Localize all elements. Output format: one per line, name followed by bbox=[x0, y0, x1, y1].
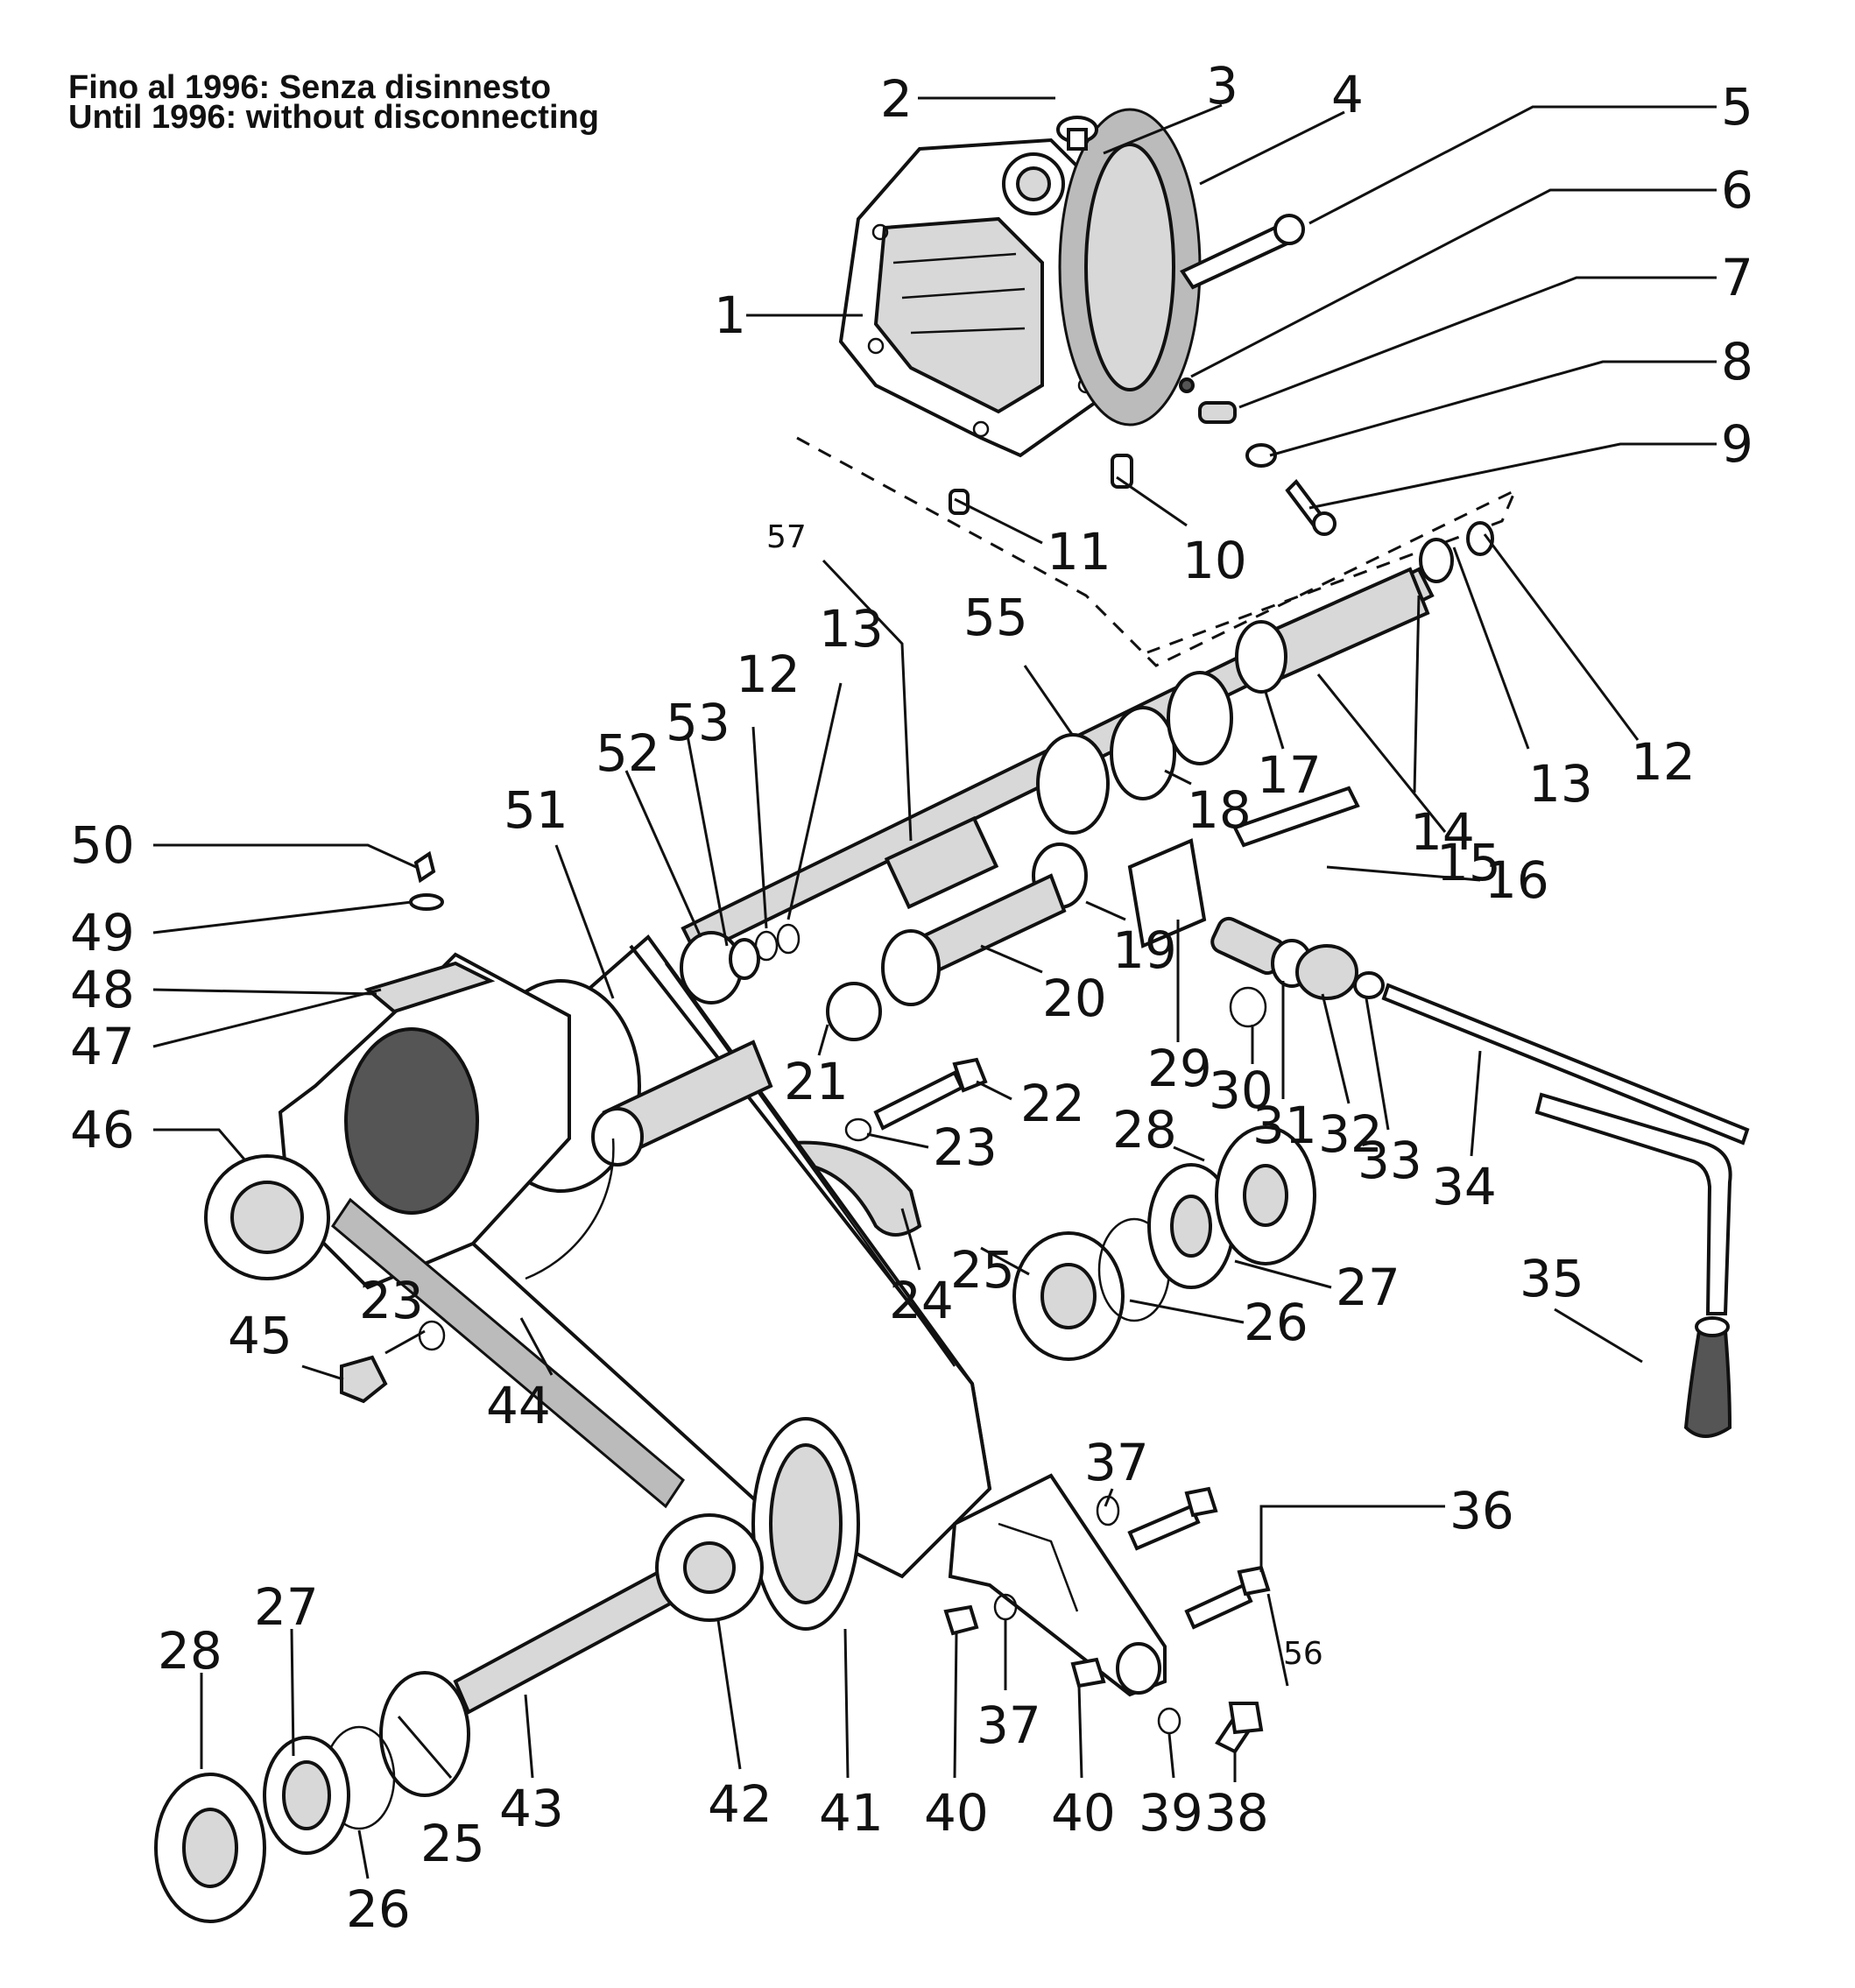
callout-32: 32 bbox=[1318, 1104, 1383, 1164]
callout-15: 15 bbox=[1436, 833, 1501, 892]
callout-50: 50 bbox=[70, 815, 135, 875]
callout-41: 41 bbox=[819, 1783, 884, 1843]
callout-25-upper: 25 bbox=[950, 1240, 1015, 1300]
callout-17: 17 bbox=[1257, 745, 1322, 805]
callout-23-center: 23 bbox=[933, 1117, 998, 1177]
callout-46: 46 bbox=[70, 1100, 135, 1160]
callout-45: 45 bbox=[228, 1306, 293, 1365]
callout-21: 21 bbox=[784, 1052, 849, 1111]
callout-14: 14 bbox=[1410, 802, 1475, 862]
upper-shaft-assembly bbox=[680, 521, 1494, 1005]
callout-11: 11 bbox=[1047, 522, 1111, 582]
crank-assembly bbox=[1127, 838, 1750, 1438]
callout-37-bottom: 37 bbox=[977, 1695, 1041, 1755]
lower-shaft bbox=[154, 1513, 764, 1923]
callout-36: 36 bbox=[1449, 1481, 1514, 1540]
callout-51: 51 bbox=[504, 780, 568, 840]
callout-42: 42 bbox=[708, 1774, 772, 1834]
callout-43: 43 bbox=[499, 1779, 564, 1838]
callout-26-lower: 26 bbox=[346, 1879, 411, 1939]
callout-30: 30 bbox=[1209, 1061, 1273, 1120]
callout-57: 57 bbox=[766, 519, 807, 555]
callout-48: 48 bbox=[70, 960, 135, 1019]
parts-drawing bbox=[154, 108, 1750, 1923]
lower-chain-drive bbox=[204, 1154, 685, 1509]
callout-24: 24 bbox=[889, 1271, 954, 1330]
gearbox-housing bbox=[796, 108, 1518, 667]
callout-28-upper: 28 bbox=[1112, 1100, 1177, 1160]
callout-13-right: 13 bbox=[1528, 754, 1593, 814]
callout-52: 52 bbox=[596, 723, 660, 783]
callout-38: 38 bbox=[1204, 1783, 1269, 1843]
callout-12-right: 12 bbox=[1631, 732, 1696, 792]
callout-40-right: 40 bbox=[1051, 1783, 1116, 1843]
callout-1: 1 bbox=[714, 286, 746, 345]
gear-cluster bbox=[789, 842, 1088, 1237]
small-fasteners-top bbox=[949, 116, 1337, 536]
upper-bearings bbox=[1012, 1125, 1316, 1361]
callout-20: 20 bbox=[1042, 969, 1107, 1028]
callout-39: 39 bbox=[1139, 1783, 1203, 1843]
callout-47: 47 bbox=[70, 1017, 135, 1076]
callout-23-left: 23 bbox=[359, 1271, 424, 1330]
callout-numbers: 1 2 3 4 5 6 7 8 9 10 11 12 13 14 15 16 1… bbox=[70, 56, 1753, 1939]
header-italian: Fino al 1996: Senza disinnesto bbox=[68, 69, 552, 106]
callout-19: 19 bbox=[1112, 920, 1177, 980]
callout-56: 56 bbox=[1283, 1636, 1323, 1672]
callout-37-top: 37 bbox=[1084, 1433, 1149, 1492]
callout-8: 8 bbox=[1721, 332, 1753, 391]
callout-27-upper: 27 bbox=[1336, 1258, 1400, 1317]
callout-18: 18 bbox=[1187, 780, 1252, 840]
callout-13-left: 13 bbox=[819, 599, 884, 659]
callout-26-upper: 26 bbox=[1244, 1293, 1308, 1352]
tensioner-bracket bbox=[943, 1473, 1271, 1754]
callout-2: 2 bbox=[880, 69, 913, 129]
callout-4: 4 bbox=[1331, 65, 1364, 124]
callout-27-lower: 27 bbox=[254, 1577, 319, 1637]
callout-33: 33 bbox=[1358, 1131, 1422, 1190]
callout-35: 35 bbox=[1520, 1249, 1584, 1308]
callout-6: 6 bbox=[1721, 160, 1753, 220]
callout-29: 29 bbox=[1147, 1039, 1212, 1098]
callout-31: 31 bbox=[1252, 1096, 1317, 1155]
callout-3: 3 bbox=[1206, 56, 1238, 116]
callout-34: 34 bbox=[1432, 1157, 1497, 1216]
callout-16: 16 bbox=[1485, 850, 1549, 910]
callout-22: 22 bbox=[1020, 1074, 1085, 1133]
callout-10: 10 bbox=[1182, 531, 1247, 590]
callout-44: 44 bbox=[486, 1376, 551, 1435]
callout-40-left: 40 bbox=[924, 1783, 989, 1843]
header-english: Until 1996: without disconnecting bbox=[68, 99, 599, 136]
callout-25-lower: 25 bbox=[420, 1814, 485, 1873]
callout-12-left: 12 bbox=[736, 645, 801, 704]
callout-5: 5 bbox=[1721, 77, 1753, 137]
callout-49: 49 bbox=[70, 903, 135, 962]
callout-9: 9 bbox=[1721, 414, 1753, 474]
callout-55: 55 bbox=[963, 588, 1028, 647]
callout-7: 7 bbox=[1721, 248, 1753, 307]
callout-28-lower: 28 bbox=[158, 1621, 222, 1681]
callout-53: 53 bbox=[666, 693, 730, 752]
leader-lines bbox=[152, 96, 1717, 1879]
